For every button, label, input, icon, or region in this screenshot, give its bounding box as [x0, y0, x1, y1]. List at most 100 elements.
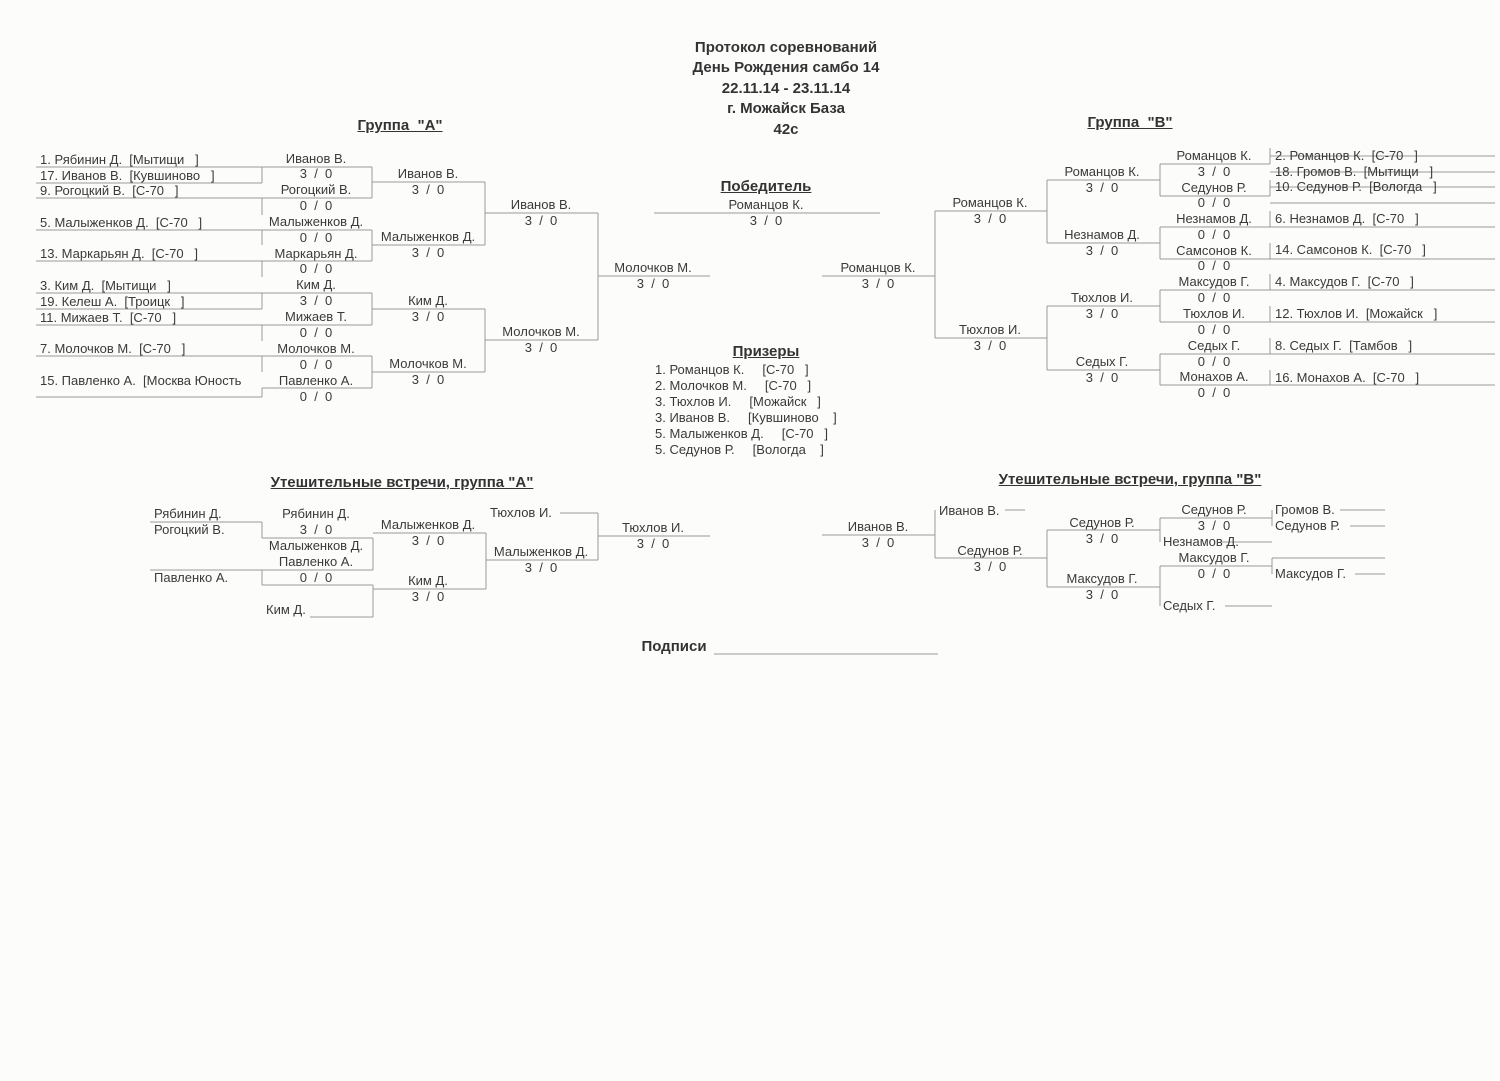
match-name: Незнамов Д.	[1176, 211, 1252, 226]
group-b-title: Группа "В"	[1087, 114, 1173, 131]
match-name: Романцов К.	[1176, 148, 1252, 163]
prizer: 5. Седунов Р. [Вологда ]	[655, 442, 824, 457]
match-name: Маркарьян Д.	[274, 246, 358, 261]
entrant: 19. Келеш А. [Троицк ]	[40, 294, 185, 309]
cons-score: 3 / 0	[636, 536, 670, 551]
match-score: 3 / 0	[411, 372, 445, 387]
signatures-label: Подписи	[641, 638, 707, 655]
entrant: 17. Иванов В. [Кувшиново ]	[40, 168, 215, 183]
match-score: 0 / 0	[1197, 354, 1231, 369]
match-name: Молочков М.	[389, 356, 467, 371]
match-score: 0 / 0	[299, 389, 333, 404]
cons-entry: Рогоцкий В.	[154, 522, 225, 537]
group-a-final-score: 3 / 0	[636, 276, 670, 291]
match-name: Максудов Г.	[1178, 274, 1250, 289]
match-score: 0 / 0	[299, 325, 333, 340]
prizer: 3. Иванов В. [Кувшиново ]	[655, 410, 837, 425]
match-score: 3 / 0	[1085, 180, 1119, 195]
entrant: 6. Незнамов Д. [С-70 ]	[1275, 211, 1419, 226]
match-name: Незнамов Д.	[1064, 227, 1140, 242]
cons-name: Седунов Р.	[1069, 515, 1135, 530]
cons-score: 3 / 0	[1085, 587, 1119, 602]
group-b-final-name: Романцов К.	[840, 260, 916, 275]
match-score: 0 / 0	[1197, 227, 1231, 242]
entrant: 11. Мижаев Т. [С-70 ]	[40, 310, 177, 325]
match-name: Рогоцкий В.	[280, 182, 352, 197]
match-name: Седых Г.	[1187, 338, 1241, 353]
cons-name: Иванов В.	[847, 519, 909, 534]
cons-name: Седунов Р.	[957, 543, 1023, 558]
match-score: 3 / 0	[411, 182, 445, 197]
consolation-a-lines	[150, 512, 710, 618]
cons-name: Малыженков Д.	[493, 544, 589, 559]
match-score: 0 / 0	[1197, 290, 1231, 305]
match-name: Монахов А.	[1179, 369, 1249, 384]
match-score: 0 / 0	[299, 230, 333, 245]
match-name: Тюхлов И.	[1071, 290, 1133, 305]
cons-name: Тюхлов И.	[622, 520, 684, 535]
event-dates: 22.11.14 - 23.11.14	[721, 80, 851, 97]
match-name: Мижаев Т.	[285, 309, 347, 324]
cons-entry: Седых Г.	[1163, 598, 1216, 613]
cons-entry: Незнамов Д.	[1163, 534, 1239, 549]
match-name: Романцов К.	[1064, 164, 1140, 179]
match-score: 0 / 0	[299, 357, 333, 372]
match-name: Ким Д.	[296, 277, 336, 292]
cons-score: 3 / 0	[861, 535, 895, 550]
cons-entry: Максудов Г.	[1275, 566, 1347, 581]
match-score: 0 / 0	[1197, 385, 1231, 400]
cons-entry: Павленко А.	[154, 570, 229, 585]
doc-title: Протокол соревнований	[694, 39, 878, 56]
match-name: Молочков М.	[502, 324, 580, 339]
cons-score: 0 / 0	[1197, 566, 1231, 581]
cons-entry: Тюхлов И.	[490, 505, 552, 520]
match-name: Тюхлов И.	[1183, 306, 1245, 321]
prizer: 1. Романцов К. [С-70 ]	[655, 362, 809, 377]
prizer: 3. Тюхлов И. [Можайск ]	[655, 394, 821, 409]
match-score: 0 / 0	[1197, 258, 1231, 273]
entrant: 2. Романцов К. [С-70 ]	[1275, 148, 1418, 163]
entrant: 16. Монахов А. [С-70 ]	[1275, 370, 1420, 385]
cons-entry: Рябинин Д.	[154, 506, 222, 521]
cons-score: 3 / 0	[1085, 531, 1119, 546]
match-score: 0 / 0	[1197, 322, 1231, 337]
match-score: 0 / 0	[299, 198, 333, 213]
cons-score: 3 / 0	[973, 559, 1007, 574]
cons-name: Малыженков Д.	[380, 517, 476, 532]
match-name: Тюхлов И.	[959, 322, 1021, 337]
match-name: Седунов Р.	[1181, 180, 1247, 195]
match-score: 3 / 0	[524, 213, 558, 228]
match-score: 3 / 0	[1197, 164, 1231, 179]
cons-score: 3 / 0	[524, 560, 558, 575]
match-name: Иванов В.	[285, 151, 347, 166]
match-name: Павленко А.	[278, 373, 354, 388]
match-name: Малыженков Д.	[268, 214, 364, 229]
cons-score: 3 / 0	[299, 522, 333, 537]
entrant: 8. Седых Г. [Тамбов ]	[1275, 338, 1413, 353]
group-a-final-name: Молочков М.	[614, 260, 692, 275]
consolation-b-lines	[822, 509, 1385, 607]
match-score: 3 / 0	[1085, 243, 1119, 258]
cons-name: Седунов Р.	[1181, 502, 1247, 517]
winner-name: Романцов К.	[728, 197, 804, 212]
match-score: 0 / 0	[1197, 195, 1231, 210]
cons-name: Ким Д.	[408, 573, 448, 588]
cons-entry: Громов В.	[1275, 502, 1335, 517]
group-b-lines	[822, 148, 1495, 386]
prizer: 5. Малыженков Д. [С-70 ]	[655, 426, 828, 441]
winner-title: Победитель	[720, 178, 812, 195]
match-name: Ким Д.	[408, 293, 448, 308]
match-score: 3 / 0	[524, 340, 558, 355]
winner-score: 3 / 0	[749, 213, 783, 228]
consolation-b-title: Утешительные встречи, группа "В"	[998, 471, 1262, 488]
cons-entry: Иванов В.	[939, 503, 1000, 518]
event-place: г. Можайск База	[727, 100, 845, 117]
match-score: 0 / 0	[299, 261, 333, 276]
cons-score: 3 / 0	[1197, 518, 1231, 533]
match-name: Романцов К.	[952, 195, 1028, 210]
cons-score: 3 / 0	[411, 533, 445, 548]
entrant: 3. Ким Д. [Мытищи ]	[40, 278, 171, 293]
match-score: 3 / 0	[299, 166, 333, 181]
cons-entry: Ким Д.	[266, 602, 306, 617]
match-score: 3 / 0	[1085, 370, 1119, 385]
